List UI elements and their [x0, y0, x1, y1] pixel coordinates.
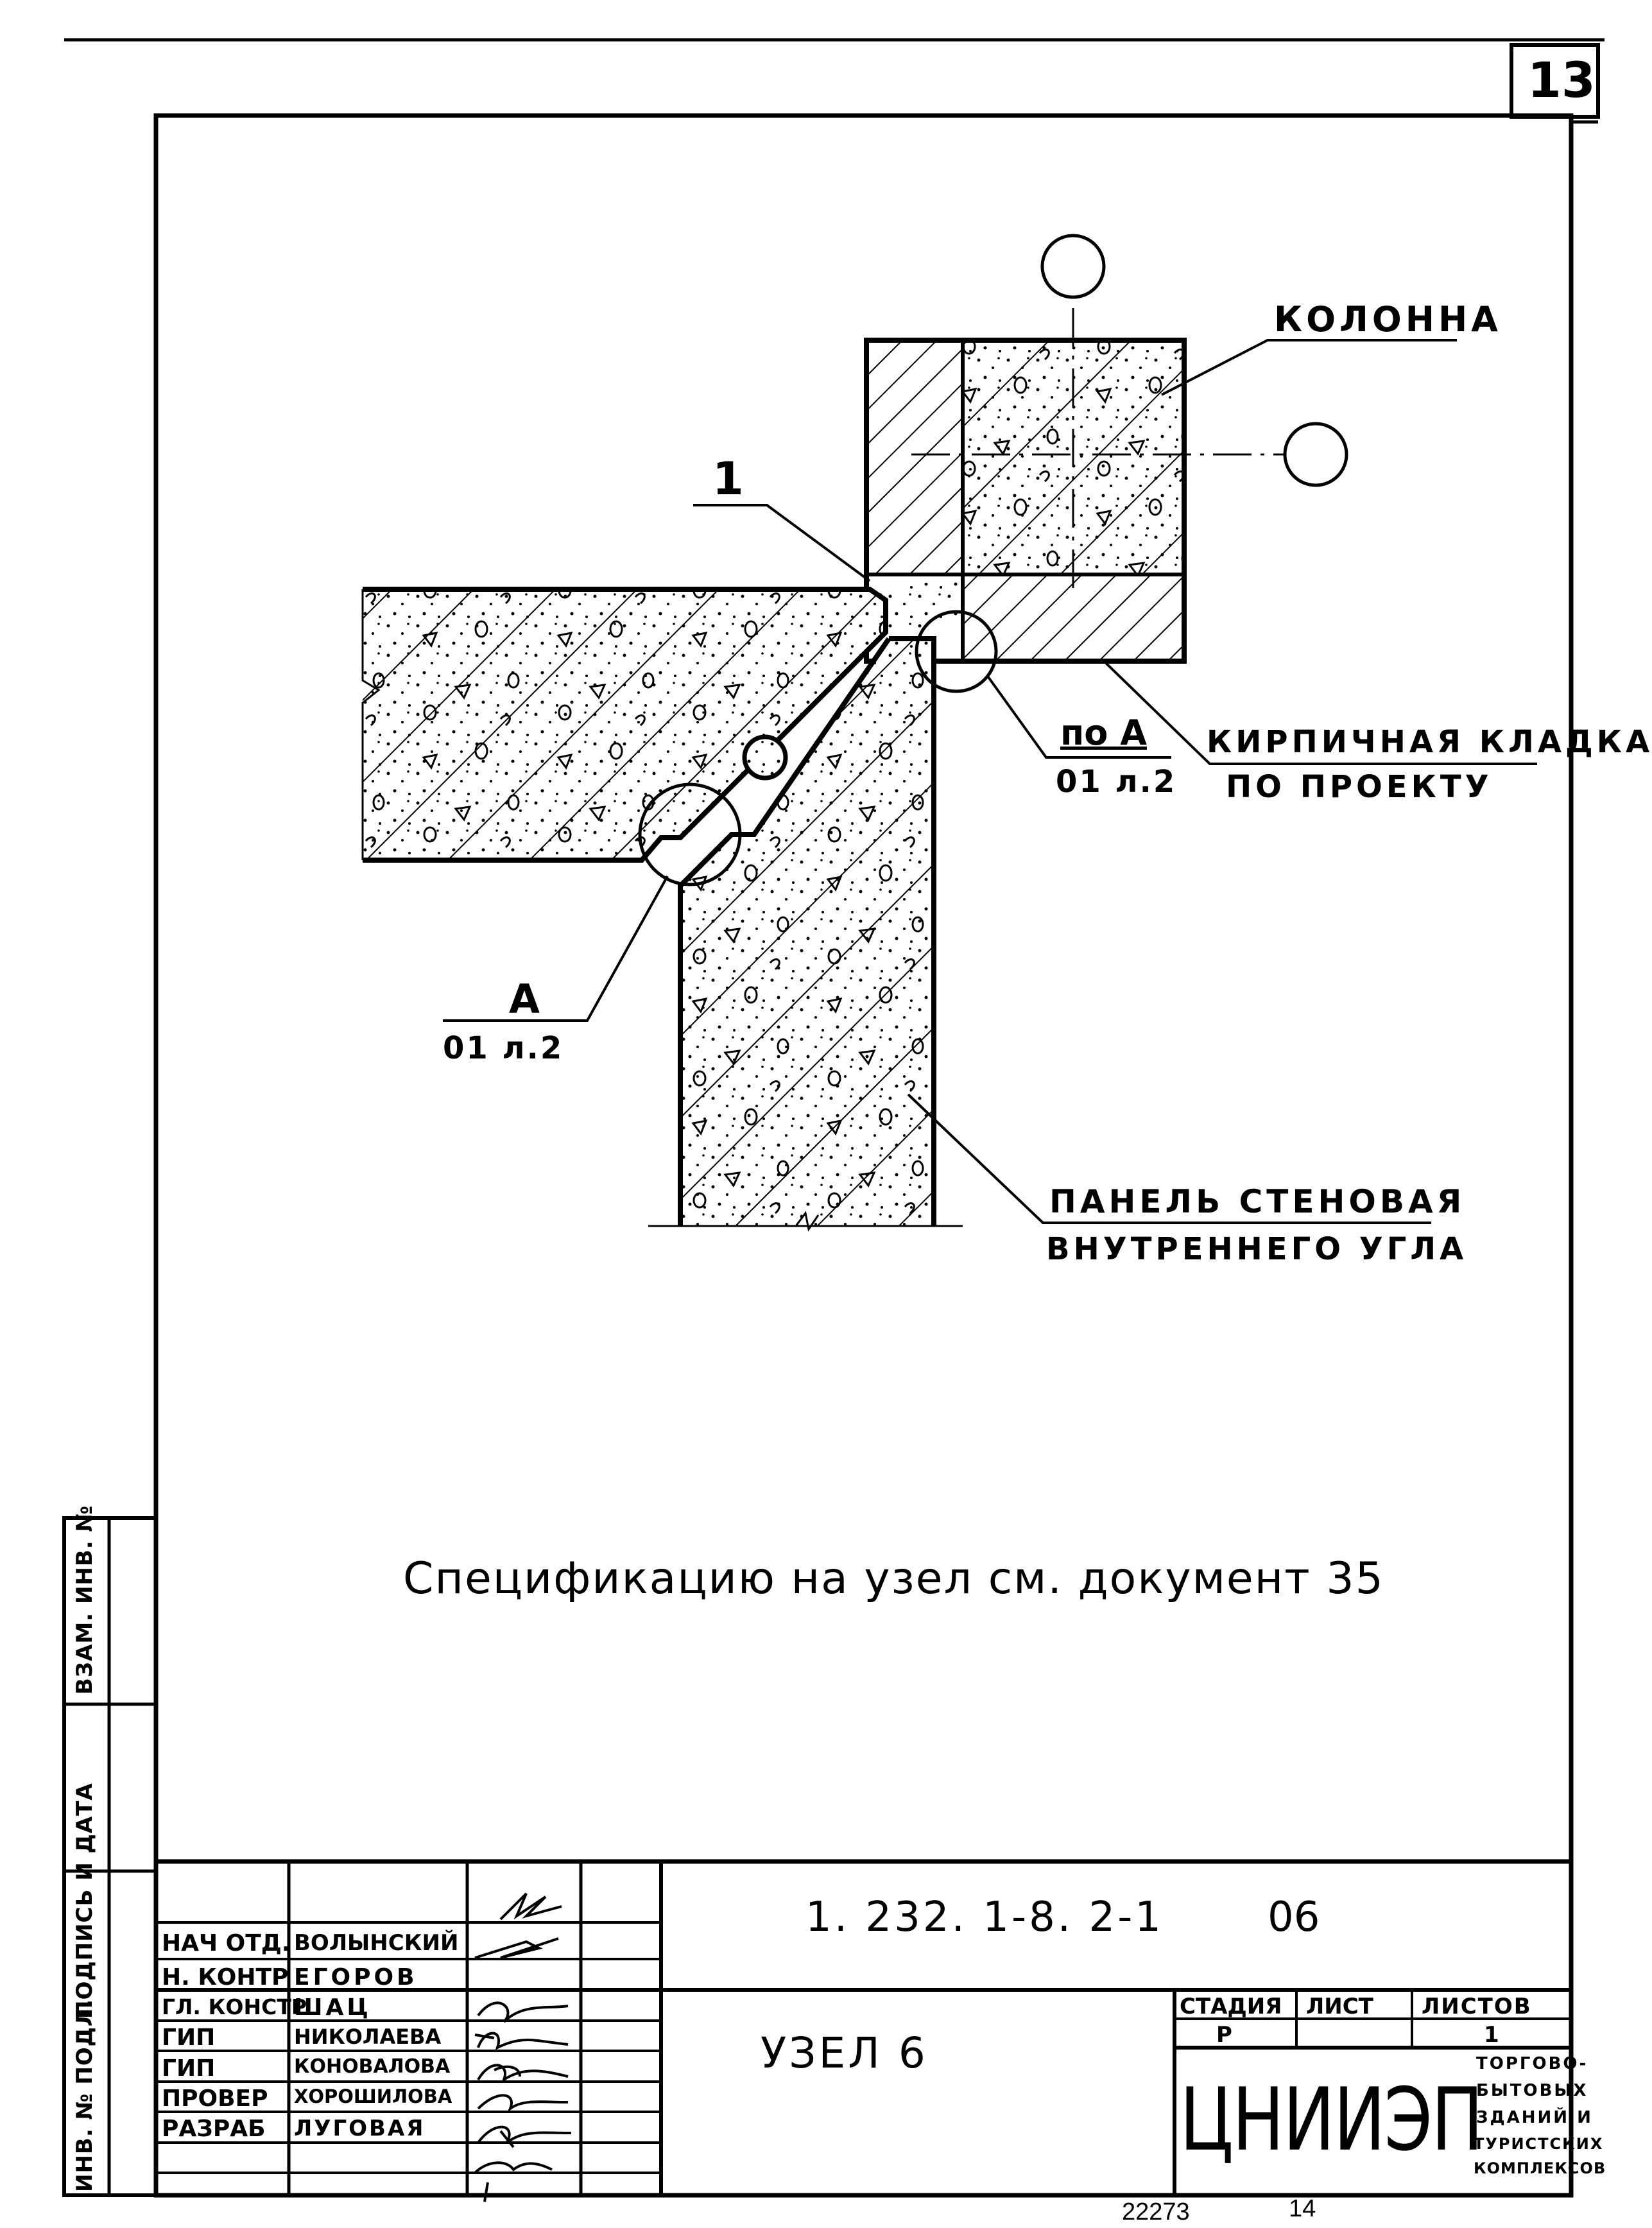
archive-number: 22273: [1122, 2198, 1190, 2225]
name-nikolaeva: НИКОЛАЕВА: [294, 2025, 442, 2049]
axis-bubble-right: [1283, 422, 1348, 487]
leader-view-a: [987, 676, 1171, 759]
leader-brick: [1103, 660, 1537, 765]
role-chief-designer: ГЛ. КОНСТР: [162, 1994, 307, 2019]
specification-note: Спецификацию на узел см. документ 35: [403, 1553, 1384, 1604]
callout-brick-line2: ПО ПРОЕКТУ: [1226, 769, 1493, 805]
callout-panel-line1: ПАНЕЛЬ СТЕНОВАЯ: [1049, 1183, 1466, 1220]
page-number: 14: [1289, 2195, 1316, 2222]
leader-column: [1161, 339, 1457, 396]
sheets-header: ЛИСТОВ: [1422, 1994, 1532, 2019]
callout-a-label: А: [509, 976, 540, 1023]
leader-item-1: [693, 504, 871, 582]
stage-header: СТАДИЯ: [1180, 1994, 1282, 2019]
side-stamp-inv-orig: ИНВ. № ПОДЛ.: [72, 1998, 98, 2192]
sheets-value: 1: [1484, 2022, 1499, 2048]
name-volynsky: ВОЛЫНСКИЙ: [294, 1930, 459, 1956]
org-desc-3: ЗДАНИЙ И: [1476, 2108, 1593, 2127]
vertical-panel: [648, 636, 963, 1232]
horizontal-panel: [361, 587, 888, 863]
role-checker: ПРОВЕР: [162, 2086, 268, 2112]
detail-circle-top: [915, 610, 998, 693]
side-stamp-sign-date: ПОДПИСЬ И ДАТА: [72, 1783, 98, 2019]
name-shats: ШАЦ: [294, 1994, 372, 2021]
joint-grout: [879, 578, 963, 635]
name-egorov: ЕГОРОВ: [294, 1964, 418, 1991]
name-konovalova: КОНОВАЛОВА: [294, 2055, 451, 2078]
org-logo: ЦНИИЭП: [1180, 2070, 1483, 2171]
org-desc-4: ТУРИСТСКИХ: [1474, 2135, 1604, 2153]
detail-circle-a: [638, 782, 742, 886]
org-desc-2: БЫТОВЫХ: [1476, 2081, 1588, 2100]
sheet-number: 13: [1527, 51, 1596, 108]
document-code: 1. 232. 1-8. 2-1: [805, 1894, 1164, 1941]
callout-column: КОЛОННА: [1274, 299, 1502, 340]
stage-value: Р: [1216, 2022, 1232, 2048]
role-gip-2: ГИП: [162, 2055, 216, 2082]
callout-item-1: 1: [712, 453, 744, 505]
side-stamp-replace-inv: ВЗАМ. ИНВ. №: [72, 1505, 98, 1695]
signatures: [474, 1892, 572, 2202]
axis-bubble-top: [1040, 234, 1106, 299]
document-suffix: 06: [1268, 1894, 1320, 1941]
name-khoroshilova: ХОРОШИЛОВА: [294, 2086, 452, 2107]
callout-view-a-sheet: 01 л.2: [1056, 764, 1177, 800]
callout-a-sheet: 01 л.2: [443, 1030, 564, 1066]
callout-view-a-ref: по А: [1060, 712, 1147, 753]
org-desc-1: ТОРГОВО-: [1476, 2054, 1588, 2073]
name-lugovaya: ЛУГОВАЯ: [294, 2116, 426, 2141]
leader-panel: [907, 1093, 1431, 1224]
org-desc-5: КОМПЛЕКСОВ: [1474, 2159, 1606, 2177]
role-norm-control: Н. КОНТР: [162, 1964, 289, 1991]
drawing-title: УЗЕЛ 6: [761, 2028, 928, 2078]
leader-a: [443, 876, 669, 1022]
sheet-header: ЛИСТ: [1306, 1994, 1373, 2019]
role-developer: РАЗРАБ: [162, 2116, 266, 2142]
callout-brick-line1: КИРПИЧНАЯ КЛАДКА: [1207, 724, 1652, 760]
sheet-number-box: [1510, 43, 1600, 119]
role-head-dept: НАЧ ОТД.: [162, 1930, 291, 1956]
role-gip-1: ГИП: [162, 2025, 216, 2051]
title-block: [153, 1859, 1574, 2198]
callout-panel-line2: ВНУТРЕННЕГО УГЛА: [1046, 1231, 1468, 1267]
